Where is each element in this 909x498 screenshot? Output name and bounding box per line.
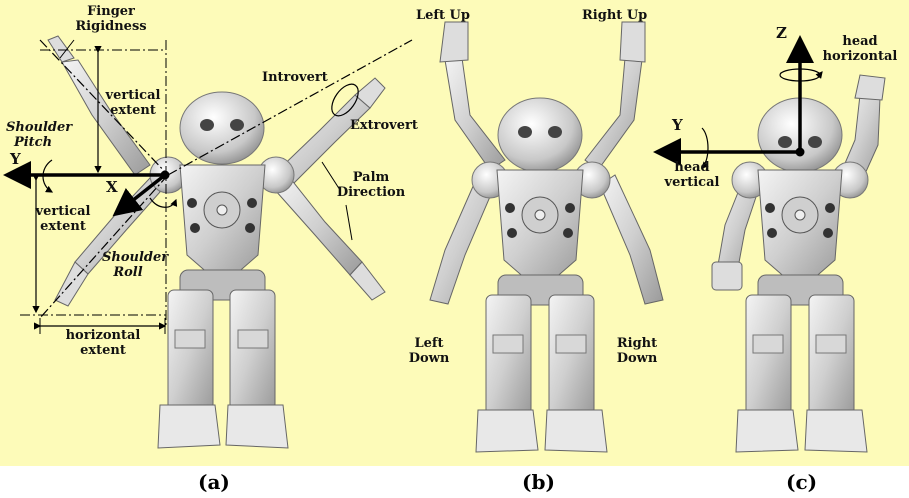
head-horizontal-label: head horizontal [820, 34, 900, 64]
vertical-extent-top-label: vertical extent [104, 88, 162, 118]
left-down-label: Left Down [404, 336, 454, 366]
axis-y-label-a: Y [10, 152, 21, 167]
robot-b [430, 22, 663, 452]
extrovert-label: Extrovert [350, 118, 418, 133]
shoulder-pitch-label: Shoulder Pitch [6, 120, 60, 150]
axis-z-label: Z [776, 26, 787, 41]
right-down-label: Right Down [608, 336, 666, 366]
vertical-extent-bottom-label: vertical extent [34, 204, 92, 234]
horizontal-extent-label: horizontal extent [58, 328, 148, 358]
right-up-label: Right Up [582, 8, 647, 23]
axis-y-label-c: Y [672, 118, 683, 133]
caption-b: (b) [522, 470, 555, 494]
axis-x-label-a: X [106, 180, 118, 195]
head-vertical-label: head vertical [664, 160, 720, 190]
palm-direction-label: Palm Direction [336, 170, 406, 200]
introvert-label: Introvert [262, 70, 328, 85]
finger-rigidity-label: Finger Rigidness [66, 4, 156, 34]
left-up-label: Left Up [416, 8, 470, 23]
caption-c: (c) [786, 470, 817, 494]
caption-a: (a) [198, 470, 230, 494]
shoulder-roll-label: Shoulder Roll [102, 250, 154, 280]
